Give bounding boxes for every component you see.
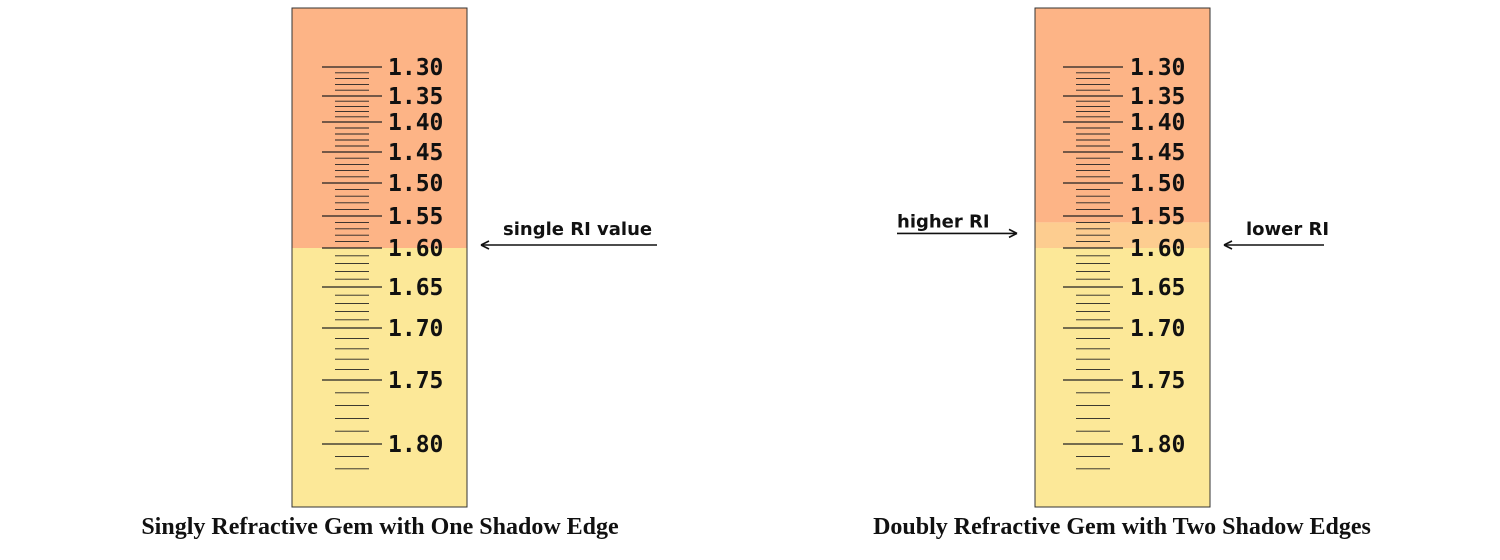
scale-label: 1.35 (1130, 84, 1185, 110)
scale-label: 1.55 (1130, 204, 1185, 230)
double-refractometer-scale: 1.30 1.351.40 1.45 1.50 1.55 1.60 1.65 1.70 1.75… (897, 7, 1329, 508)
scale-label: 1.40 (1130, 110, 1185, 136)
scale-label: 1.65 (1130, 275, 1185, 301)
single-caption: Singly Refractive Gem with One Shadow Ed… (141, 514, 619, 540)
callout-label: single RI value (503, 219, 652, 240)
arrowhead (480, 240, 490, 250)
callout-label: lower RI (1246, 219, 1329, 240)
scale-frame (1034, 7, 1211, 508)
scale-label: 1.30 (1130, 55, 1185, 81)
double-caption: Doubly Refractive Gem with Two Shadow Ed… (873, 514, 1371, 540)
scale-label: 1.80 (388, 432, 443, 458)
scale-label: 1.60 (1130, 236, 1185, 262)
scale-label: 1.75 (388, 368, 443, 394)
dark-shadow-zone (292, 8, 467, 248)
scale-label: 1.80 (1130, 432, 1185, 458)
single-refractometer-scale: 1.30 1.351.40 1.45 1.50 1.55 1.60 1.65 1.70 1.75… (291, 7, 657, 508)
scale-label: 1.55 (388, 204, 443, 230)
scale-label: 1.50 (1130, 171, 1185, 197)
light-zone (292, 248, 467, 507)
transition-band (1035, 222, 1210, 248)
arrowhead (1223, 240, 1233, 250)
scale-label: 1.65 (388, 275, 443, 301)
dark-shadow-zone (1035, 8, 1210, 223)
scale-label: 1.35 (388, 84, 443, 110)
scale-label: 1.30 (388, 55, 443, 81)
scale-label: 1.45 (1130, 140, 1185, 166)
scale-label: 1.70 (388, 316, 443, 342)
scale-label: 1.75 (1130, 368, 1185, 394)
scale-label: 1.45 (388, 140, 443, 166)
callout-label: higher RI (897, 211, 990, 232)
scale-frame (291, 7, 468, 508)
light-zone (1035, 248, 1210, 507)
scale-label: 1.70 (1130, 316, 1185, 342)
arrowhead (1008, 228, 1018, 239)
scale-label: 1.50 (388, 171, 443, 197)
scale-label: 1.60 (388, 236, 443, 262)
scale-label: 1.40 (388, 110, 443, 136)
